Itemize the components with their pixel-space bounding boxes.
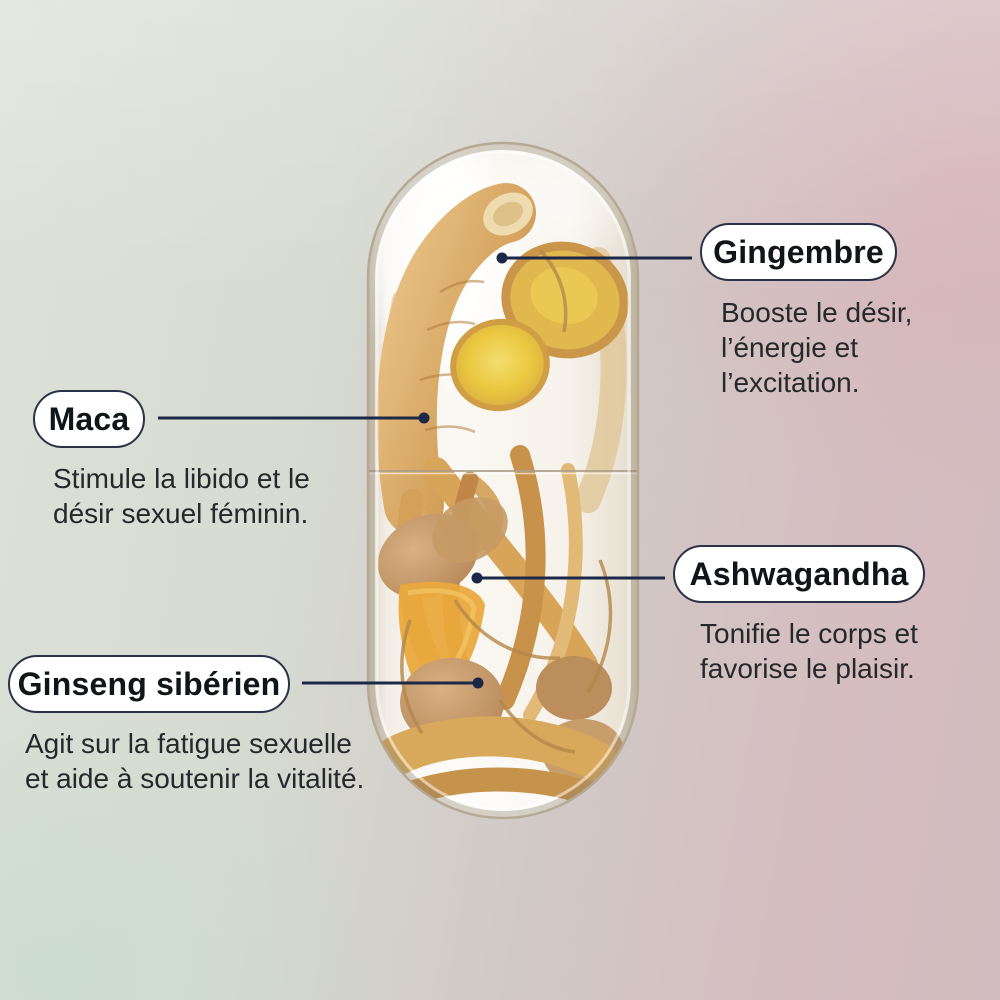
ginger-slice-center [450, 318, 550, 412]
ingredient-label-ashwagandha: Ashwagandha [673, 545, 925, 603]
connector-dot-maca [418, 412, 430, 424]
connector-dot-gingembre [496, 252, 508, 264]
ginseng-root-arm [376, 183, 536, 535]
connector-dot-ginseng [472, 677, 484, 689]
ingredient-description-maca: Stimule la libido et le désir sexuel fém… [53, 463, 310, 529]
ingredient-description-gingembre: Booste le désir, l’énergie et l’excitati… [721, 297, 913, 398]
ingredient-description-ginseng-siberien: Agit sur la fatigue sexuelle et aide à s… [25, 728, 365, 794]
ingredient-label-gingembre: Gingembre [700, 223, 897, 281]
ingredient-description-ashwagandha: Tonifie le corps et favorise le plaisir. [700, 618, 918, 684]
ingredient-label-maca: Maca [33, 390, 145, 448]
connector-dot-ashwagandha [471, 572, 483, 584]
ingredient-label-ginseng-siberien: Ginseng sibérien [8, 655, 290, 713]
